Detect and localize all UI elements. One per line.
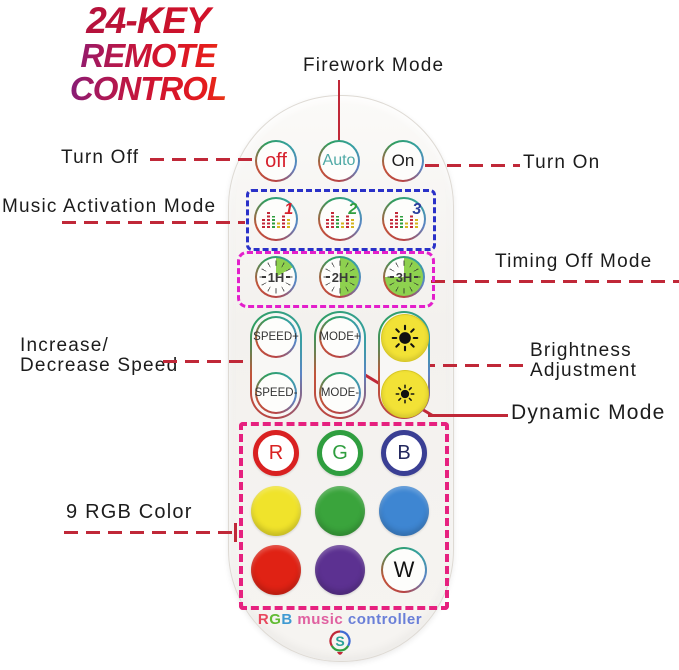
speed-plus-button[interactable]: SPEED+ bbox=[253, 316, 299, 358]
label-brightness: Brightness Adjustment bbox=[530, 341, 637, 381]
title-line1: 24-KEY bbox=[0, 2, 296, 39]
purple-color-button[interactable] bbox=[315, 545, 365, 595]
blue-color-button[interactable] bbox=[379, 486, 429, 536]
label-firework-mode: Firework Mode bbox=[303, 55, 445, 76]
label-brightness-line2: Adjustment bbox=[530, 360, 638, 381]
music-mode-3-button[interactable]: 3 bbox=[382, 197, 426, 241]
on-button-label: On bbox=[384, 142, 422, 180]
music-mode-1-number: 1 bbox=[284, 201, 294, 218]
green-channel-label: G bbox=[332, 441, 348, 464]
sun-large-icon bbox=[391, 324, 419, 352]
timer-1h-label: 1H bbox=[255, 256, 297, 298]
mode-minus-label: MODE- bbox=[321, 374, 359, 412]
music-mode-group-box bbox=[246, 189, 436, 251]
remote-footer-text: RGB music controller bbox=[240, 611, 440, 628]
rgb-group-box bbox=[239, 422, 449, 610]
leader-line-turn-off bbox=[150, 158, 254, 161]
auto-button-label: Auto bbox=[320, 142, 358, 180]
footer-r: R bbox=[257, 611, 270, 628]
music-mode-2-face: 2 bbox=[320, 199, 360, 239]
green-channel-button[interactable]: G bbox=[317, 430, 363, 476]
blue-channel-button[interactable]: B bbox=[381, 430, 427, 476]
brightness-up-button[interactable] bbox=[381, 314, 429, 362]
green-color-button[interactable] bbox=[315, 486, 365, 536]
music-mode-3-number: 3 bbox=[412, 201, 422, 218]
timer-3h-label: 3H bbox=[383, 256, 425, 298]
label-speed-line1: Increase/ bbox=[20, 335, 109, 356]
auto-button[interactable]: Auto bbox=[318, 140, 360, 182]
brightness-down-button[interactable] bbox=[381, 370, 429, 418]
music-mode-2-number: 2 bbox=[348, 201, 358, 218]
yellow-color-button[interactable] bbox=[251, 486, 301, 536]
leader-line-firework bbox=[338, 80, 340, 147]
leader-line-rgb-color bbox=[64, 531, 235, 534]
label-9-rgb-color: 9 RGB Color bbox=[66, 501, 193, 523]
label-turn-off: Turn Off bbox=[61, 147, 140, 168]
leader-tick-rgb-color bbox=[234, 523, 237, 542]
sun-small-icon bbox=[395, 384, 415, 404]
white-color-button[interactable]: W bbox=[381, 547, 427, 593]
svg-text:S: S bbox=[335, 633, 344, 649]
label-music-activation-mode: Music Activation Mode bbox=[2, 196, 217, 217]
music-mode-2-button[interactable]: 2 bbox=[318, 197, 362, 241]
timer-group-box bbox=[237, 251, 435, 308]
leader-line-brightness bbox=[421, 364, 526, 367]
timer-2h-button[interactable]: 2H bbox=[319, 256, 361, 298]
mode-plus-label: MODE+ bbox=[319, 318, 361, 356]
leader-line-dynamic bbox=[428, 414, 508, 417]
footer-music: music bbox=[292, 611, 348, 628]
label-speed: Increase/ Decrease Speed bbox=[20, 336, 178, 376]
timer-3h-button[interactable]: 3H bbox=[383, 256, 425, 298]
speed-plus-label: SPEED+ bbox=[253, 318, 299, 356]
red-channel-button[interactable]: R bbox=[253, 430, 299, 476]
label-timing-off-mode: Timing Off Mode bbox=[495, 251, 653, 272]
label-turn-on: Turn On bbox=[523, 152, 601, 173]
leader-line-music-activation bbox=[62, 221, 245, 224]
equalizer-icon: 3 bbox=[389, 201, 421, 228]
speed-minus-button[interactable]: SPEED- bbox=[255, 372, 297, 414]
music-mode-1-button[interactable]: 1 bbox=[254, 197, 298, 241]
white-button-label: W bbox=[383, 549, 425, 591]
label-speed-line2: Decrease Speed bbox=[20, 355, 179, 376]
footer-controller: controller bbox=[347, 611, 423, 628]
red-color-button[interactable] bbox=[251, 545, 301, 595]
off-button-label: off bbox=[257, 142, 295, 180]
speed-minus-label: SPEED- bbox=[255, 374, 297, 412]
music-mode-1-face: 1 bbox=[256, 199, 296, 239]
off-button[interactable]: off bbox=[255, 140, 297, 182]
label-brightness-line1: Brightness bbox=[530, 340, 632, 361]
mode-plus-button[interactable]: MODE+ bbox=[319, 316, 361, 358]
footer-g: G bbox=[269, 611, 282, 628]
mode-minus-button[interactable]: MODE- bbox=[319, 372, 361, 414]
brand-logo-icon: S bbox=[329, 630, 351, 655]
leader-line-turn-on bbox=[425, 164, 520, 167]
equalizer-icon: 1 bbox=[261, 201, 293, 228]
music-mode-3-face: 3 bbox=[384, 199, 424, 239]
leader-line-speed bbox=[163, 360, 262, 363]
footer-b: B bbox=[281, 611, 293, 628]
page-title: 24-KEY REMOTE CONTROL bbox=[0, 2, 296, 105]
red-channel-label: R bbox=[268, 441, 284, 464]
blue-channel-label: B bbox=[397, 441, 411, 464]
title-line2: REMOTE CONTROL bbox=[0, 39, 296, 105]
timer-1h-button[interactable]: 1H bbox=[255, 256, 297, 298]
on-button[interactable]: On bbox=[382, 140, 424, 182]
equalizer-icon: 2 bbox=[325, 201, 357, 228]
leader-line-timing-off bbox=[431, 280, 679, 283]
label-dynamic-mode: Dynamic Mode bbox=[511, 401, 666, 424]
timer-2h-label: 2H bbox=[319, 256, 361, 298]
